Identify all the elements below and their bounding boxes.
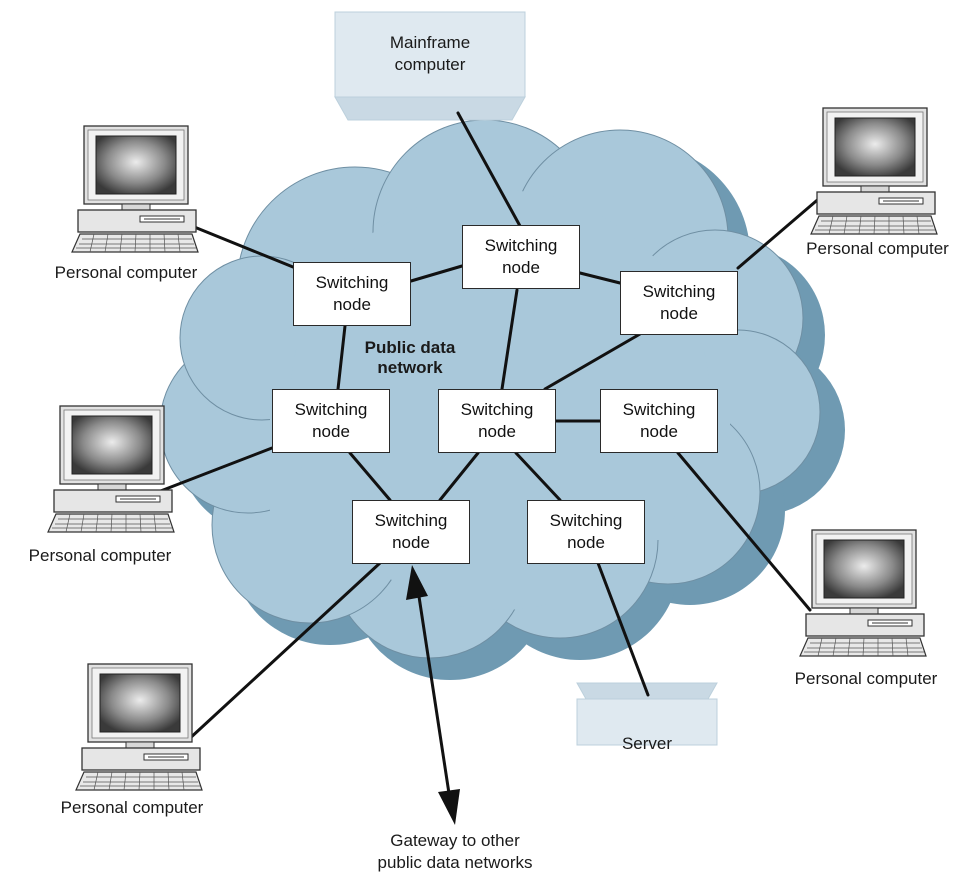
switching-node-4: Switching node bbox=[272, 389, 390, 453]
node-label-line1: Switching bbox=[315, 273, 389, 292]
personal-computer-icon bbox=[799, 529, 927, 657]
node-label-line1: Switching bbox=[374, 511, 448, 530]
node-label-line2: node bbox=[312, 422, 350, 441]
mainframe-label: Mainframe computer bbox=[335, 32, 525, 76]
pc-label-bottom-left: Personal computer bbox=[60, 798, 204, 817]
gateway-label: Gateway to other public data networks bbox=[350, 830, 560, 874]
node-label-line1: Switching bbox=[484, 236, 558, 255]
node-label-line2: node bbox=[478, 422, 516, 441]
switching-node-7: Switching node bbox=[352, 500, 470, 564]
switching-node-2: Switching node bbox=[462, 225, 580, 289]
node-label-line2: node bbox=[640, 422, 678, 441]
server-label: Server bbox=[621, 734, 673, 753]
node-label-line2: node bbox=[660, 304, 698, 323]
cloud-label: Public data network bbox=[345, 338, 475, 378]
switching-node-1: Switching node bbox=[293, 262, 411, 326]
mainframe-label-line2: computer bbox=[394, 55, 466, 74]
mainframe-box bbox=[334, 11, 526, 121]
personal-computer-icon bbox=[71, 125, 199, 253]
node-label-line1: Switching bbox=[642, 282, 716, 301]
node-label-line2: node bbox=[392, 533, 430, 552]
node-label-line1: Switching bbox=[294, 400, 368, 419]
pc-label-bottom-right: Personal computer bbox=[794, 669, 938, 688]
personal-computer-icon bbox=[810, 107, 938, 235]
node-label-line1: Switching bbox=[549, 511, 623, 530]
node-label-line1: Switching bbox=[460, 400, 534, 419]
cloud-label-line2: network bbox=[377, 358, 443, 377]
node-label-line2: node bbox=[333, 295, 371, 314]
personal-computer-icon bbox=[47, 405, 175, 533]
mainframe-label-line1: Mainframe bbox=[389, 33, 471, 52]
switching-node-6: Switching node bbox=[600, 389, 718, 453]
gateway-arrow bbox=[406, 565, 460, 825]
gateway-label-line2: public data networks bbox=[377, 853, 533, 872]
switching-node-3: Switching node bbox=[620, 271, 738, 335]
personal-computer-icon bbox=[75, 663, 203, 791]
node-label-line2: node bbox=[567, 533, 605, 552]
pc-label-top-right: Personal computer bbox=[806, 239, 949, 258]
connection-lines bbox=[156, 111, 824, 742]
switching-node-5: Switching node bbox=[438, 389, 556, 453]
node-label-line1: Switching bbox=[622, 400, 696, 419]
node-label-line2: node bbox=[502, 258, 540, 277]
gateway-label-line1: Gateway to other bbox=[390, 831, 520, 850]
pc-label-top-left: Personal computer bbox=[54, 263, 198, 282]
cloud-label-line1: Public data bbox=[364, 338, 456, 357]
pc-label-mid-left: Personal computer bbox=[28, 546, 172, 565]
switching-node-8: Switching node bbox=[527, 500, 645, 564]
